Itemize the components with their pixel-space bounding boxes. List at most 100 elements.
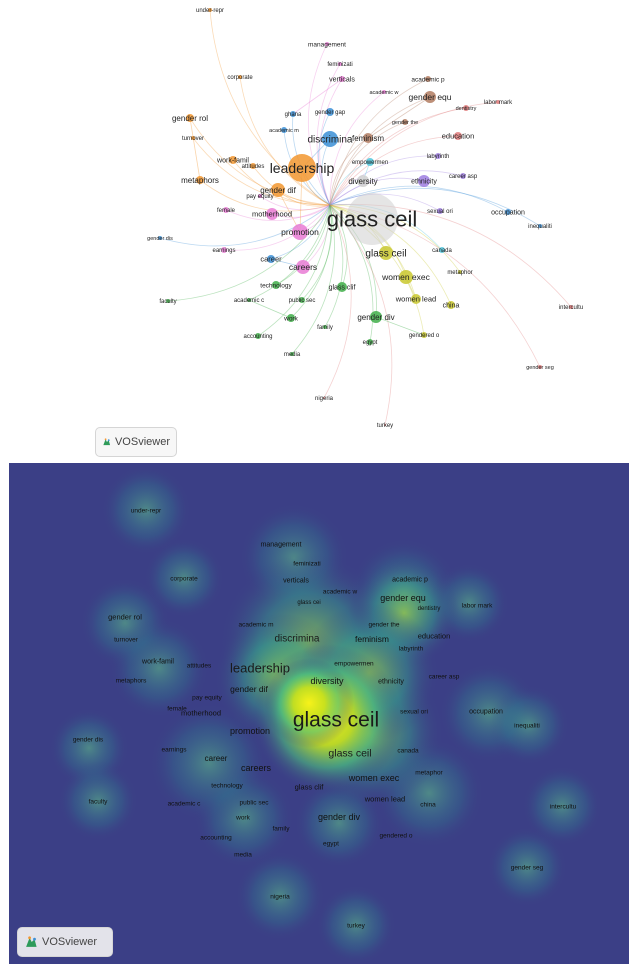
network-link <box>239 76 331 206</box>
network-label: gender rol <box>172 114 208 123</box>
network-label: gender equ <box>408 92 451 102</box>
network-node[interactable] <box>287 314 295 322</box>
network-node[interactable] <box>158 236 162 240</box>
network-node[interactable] <box>505 209 511 215</box>
network-node[interactable] <box>247 298 251 302</box>
network-node[interactable] <box>379 246 393 260</box>
network-label: discrimina <box>307 135 352 146</box>
density-label: glass clif <box>295 783 325 792</box>
network-node[interactable] <box>322 131 338 147</box>
density-label: gender dis <box>73 736 104 743</box>
density-label: pay equity <box>192 694 222 701</box>
network-node[interactable] <box>258 194 262 198</box>
network-node[interactable] <box>325 42 329 46</box>
network-node[interactable] <box>323 397 325 399</box>
density-label: work <box>235 814 250 821</box>
network-node[interactable] <box>425 76 431 82</box>
network-node[interactable] <box>292 224 308 240</box>
network-node[interactable] <box>424 91 436 103</box>
network-link <box>290 204 332 319</box>
network-node[interactable] <box>337 282 347 292</box>
network-node[interactable] <box>411 294 421 304</box>
network-link <box>329 107 467 206</box>
density-label: management <box>261 541 302 548</box>
network-label: technology <box>260 282 292 289</box>
density-label: china <box>420 801 436 808</box>
network-node[interactable] <box>569 305 573 309</box>
density-blob <box>235 851 325 941</box>
network-node[interactable] <box>191 136 195 140</box>
density-label: motherhood <box>181 709 221 718</box>
network-node[interactable] <box>418 175 430 187</box>
network-node[interactable] <box>266 208 278 220</box>
network-link <box>329 204 377 318</box>
network-node[interactable] <box>229 156 237 164</box>
network-node[interactable] <box>290 111 296 117</box>
network-node[interactable] <box>208 8 212 12</box>
network-node[interactable] <box>538 224 542 228</box>
network-node[interactable] <box>463 105 469 111</box>
network-node[interactable] <box>323 325 327 329</box>
network-node[interactable] <box>196 176 204 184</box>
network-node[interactable] <box>271 183 285 197</box>
network-node[interactable] <box>447 301 455 309</box>
network-node[interactable] <box>338 62 342 66</box>
network-node[interactable] <box>288 154 316 182</box>
network-node[interactable] <box>439 247 445 253</box>
density-label: empowermen <box>334 660 374 667</box>
network-label: earnings <box>212 248 235 254</box>
network-node[interactable] <box>421 332 427 338</box>
network-node[interactable] <box>250 163 256 169</box>
network-node[interactable] <box>296 260 310 274</box>
density-label: sexual ori <box>400 708 428 715</box>
density-label: nigeria <box>270 893 290 900</box>
network-node[interactable] <box>460 173 466 179</box>
network-node[interactable] <box>166 299 170 303</box>
network-node[interactable] <box>221 247 227 253</box>
network-node[interactable] <box>223 207 229 213</box>
density-blob <box>109 618 209 718</box>
network-label: feminizati <box>327 62 352 68</box>
network-node[interactable] <box>382 90 386 94</box>
density-label: glass cei <box>297 600 320 606</box>
network-link <box>301 204 333 301</box>
network-node[interactable] <box>366 158 374 166</box>
network-node[interactable] <box>367 339 373 345</box>
network-link <box>329 121 406 206</box>
network-node[interactable] <box>186 114 194 122</box>
network-node[interactable] <box>299 297 305 303</box>
network-label: gender the <box>392 120 418 126</box>
network-node[interactable] <box>357 175 369 187</box>
network-node[interactable] <box>370 311 382 323</box>
network-node[interactable] <box>538 365 542 369</box>
network-node[interactable] <box>281 127 287 133</box>
density-label: gendered o <box>380 832 413 839</box>
network-node[interactable] <box>272 281 280 289</box>
network-node[interactable] <box>454 132 462 140</box>
network-node[interactable] <box>402 119 408 125</box>
network-node[interactable] <box>363 133 373 143</box>
network-link <box>329 177 425 206</box>
density-label: technology <box>211 782 243 789</box>
network-node[interactable] <box>399 270 413 284</box>
network-node[interactable] <box>346 193 398 245</box>
network-node[interactable] <box>437 208 443 214</box>
network-node[interactable] <box>290 352 294 356</box>
network-node[interactable] <box>326 108 334 116</box>
network-node[interactable] <box>384 424 386 426</box>
network-node[interactable] <box>267 255 275 263</box>
network-node[interactable] <box>255 333 261 339</box>
network-label: gender dif <box>260 186 296 195</box>
network-label: motherhood <box>252 210 292 219</box>
network-node[interactable] <box>238 75 242 79</box>
density-label: verticals <box>283 577 309 584</box>
network-node[interactable] <box>496 100 500 104</box>
network-node[interactable] <box>458 270 462 274</box>
density-label: gender div <box>318 812 361 822</box>
network-node[interactable] <box>339 76 345 82</box>
network-node[interactable] <box>435 153 441 159</box>
